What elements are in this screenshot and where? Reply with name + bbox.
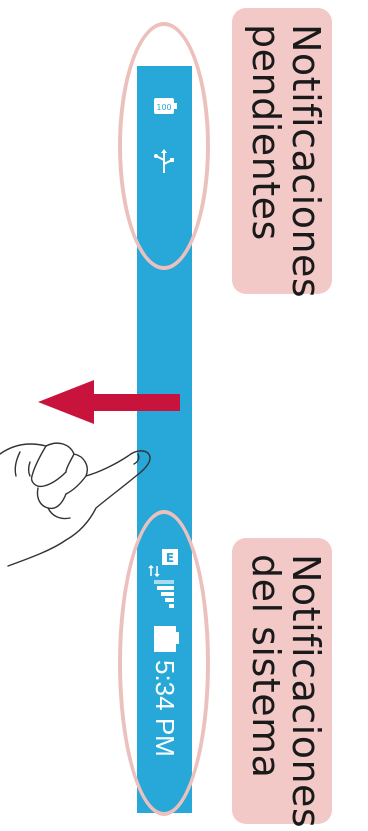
swipe-arrow-icon — [38, 380, 183, 426]
callout-system-line2: del sistema — [246, 554, 286, 828]
hand-gesture-icon — [0, 432, 160, 577]
callout-system: Notificaciones del sistema — [232, 538, 332, 824]
callout-pending-line1: Notificaciones — [286, 24, 326, 298]
callout-system-line1: Notificaciones — [286, 554, 326, 828]
pending-highlight-ellipse — [118, 22, 210, 270]
callout-pending: Notificaciones pendientes — [232, 8, 332, 294]
callout-pending-line2: pendientes — [246, 24, 286, 298]
